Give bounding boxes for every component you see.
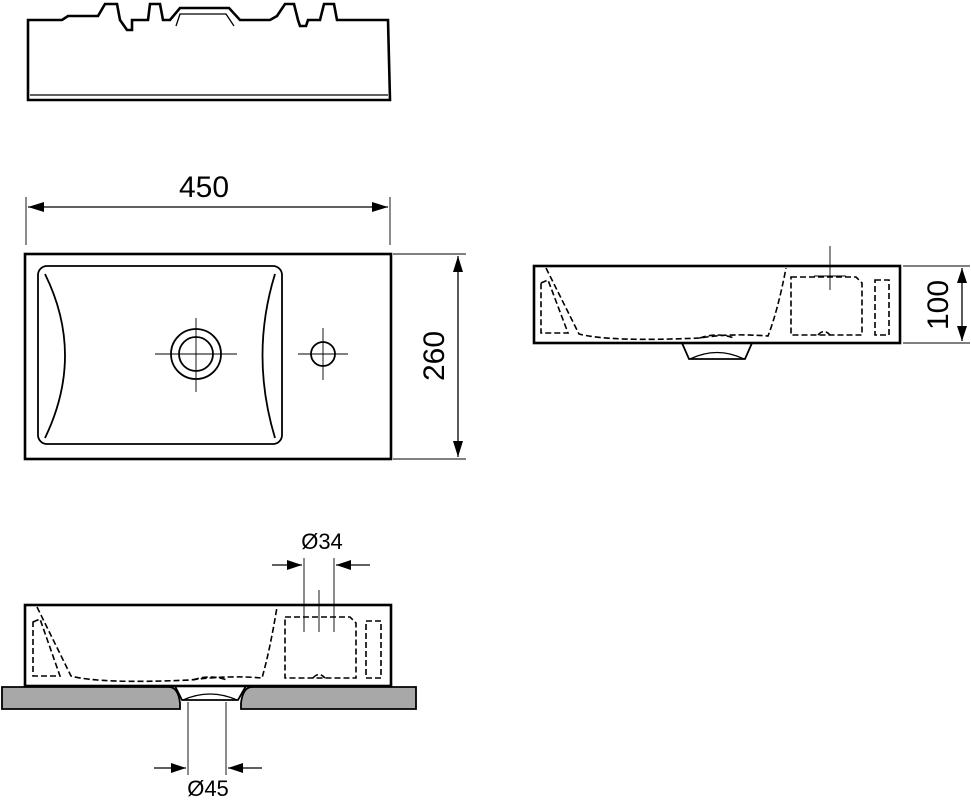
side-section-view: 100 <box>532 246 970 360</box>
tap-hole <box>298 328 348 380</box>
tap-hole-diameter-label: Ø34 <box>301 529 343 554</box>
drain-hole <box>155 318 237 392</box>
drain-diameter-label: Ø45 <box>187 776 229 800</box>
depth-dimension-label: 260 <box>418 331 451 381</box>
installation-section-view: Ø34 Ø45 <box>1 529 417 801</box>
width-dimension-label: 450 <box>179 171 229 204</box>
plan-view: 450 260 <box>23 171 466 461</box>
height-dimension-label: 100 <box>922 280 955 330</box>
rear-view <box>26 2 392 102</box>
